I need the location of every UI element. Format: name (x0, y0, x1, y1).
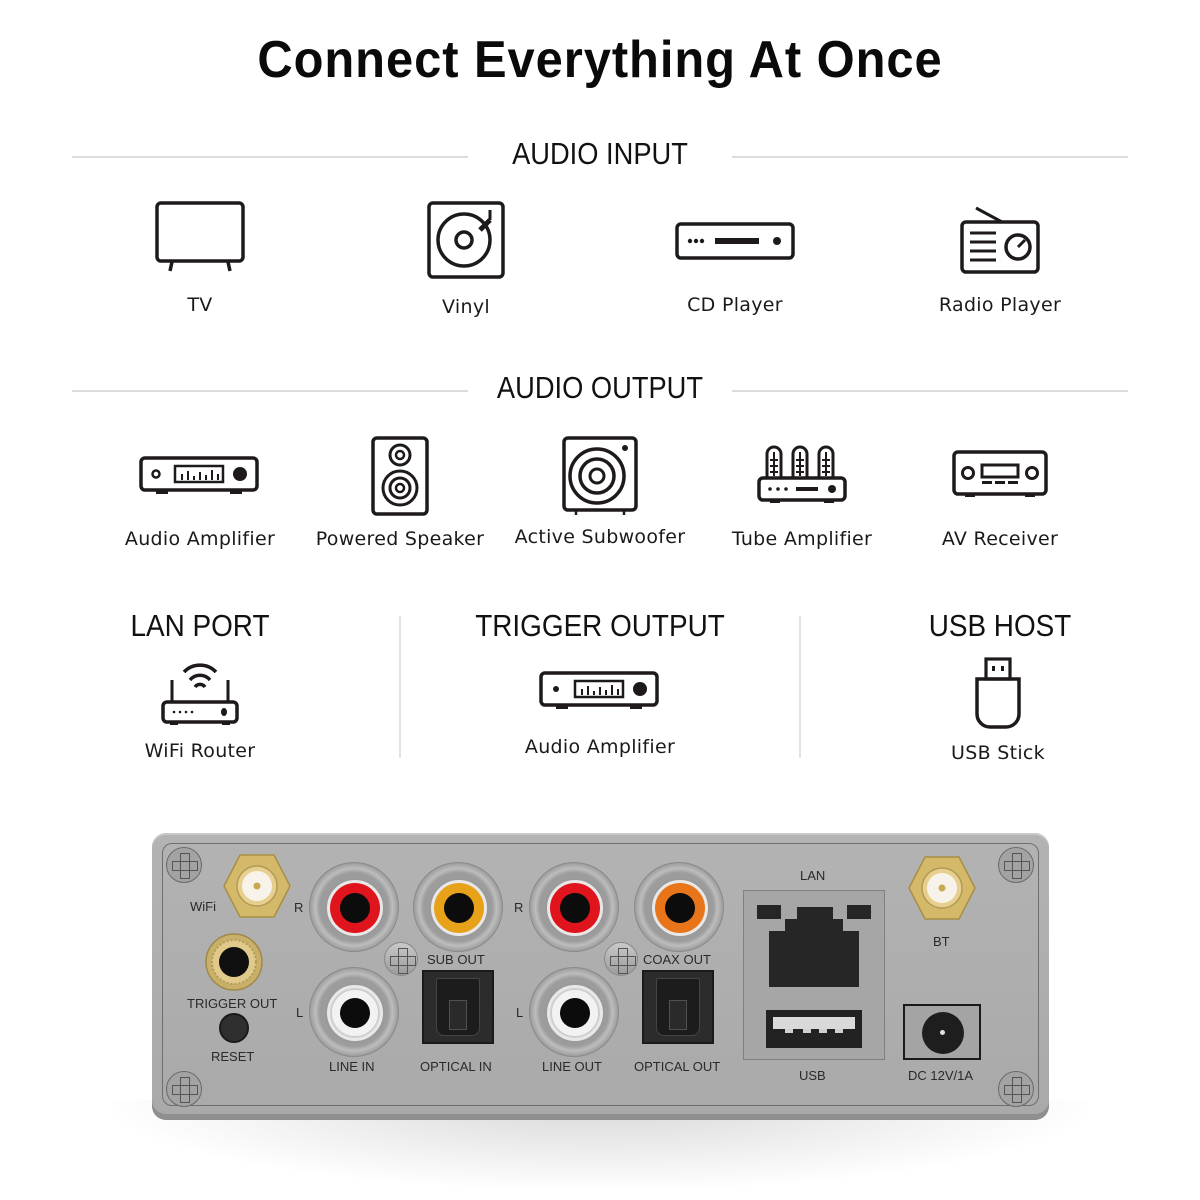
optical-out-label: OPTICAL OUT (634, 1059, 721, 1074)
wifi-port-label: WiFi (190, 899, 216, 914)
extra-item-audio-amplifier: Audio Amplifier (510, 668, 690, 758)
dc-power-label: DC 12V/1A (908, 1068, 974, 1083)
speaker-icon (371, 436, 429, 516)
output-item-tube-amplifier: Tube Amplifier (712, 436, 892, 550)
amplifier-icon (539, 671, 659, 709)
screw-icon (384, 942, 418, 976)
section-title: AUDIO OUTPUT (496, 370, 704, 405)
coax-out-jack[interactable] (634, 862, 724, 952)
column-divider (399, 616, 401, 758)
input-item-vinyl: Vinyl (386, 200, 546, 318)
item-label: AV Receiver (941, 528, 1059, 550)
reset-button[interactable] (219, 1013, 249, 1043)
page-title: Connect Everything At Once (257, 31, 943, 89)
usb-host-heading: USB HOST (928, 608, 1072, 643)
item-label: Tube Amplifier (731, 528, 873, 550)
trigger-out-jack[interactable] (204, 932, 264, 992)
wifi-antenna-connector[interactable] (222, 853, 292, 919)
screw-icon (604, 942, 638, 976)
left-channel-label: L (296, 1005, 304, 1020)
optical-in-label: OPTICAL IN (420, 1059, 492, 1074)
output-item-active-subwoofer: Active Subwoofer (510, 436, 690, 548)
av-receiver-icon (952, 450, 1048, 497)
lan-label: LAN (800, 868, 826, 883)
optical-in-port[interactable] (422, 970, 494, 1044)
item-label: USB Stick (951, 742, 1045, 764)
tube-amplifier-icon (757, 445, 847, 503)
optical-out-port[interactable] (642, 970, 714, 1044)
screw-icon (166, 1071, 202, 1107)
sub-out-label: SUB OUT (427, 952, 485, 967)
lan-port-heading: LAN PORT (130, 608, 270, 643)
divider (732, 390, 1128, 392)
usb-port[interactable] (765, 1009, 863, 1049)
item-label: Audio Amplifier (524, 736, 676, 758)
bt-label: BT (933, 934, 950, 949)
turntable-icon (427, 201, 505, 279)
device-panel-border (162, 843, 1039, 1106)
line-out-right-jack[interactable] (529, 862, 619, 952)
lan-port[interactable] (755, 903, 875, 989)
trigger-output-heading: TRIGGER OUTPUT (475, 608, 725, 643)
reset-label: RESET (211, 1049, 255, 1064)
dc-power-jack[interactable] (903, 1004, 981, 1060)
output-item-powered-speaker: Powered Speaker (310, 436, 490, 550)
screw-icon (166, 847, 202, 883)
screw-icon (998, 1071, 1034, 1107)
coax-out-label: COAX OUT (643, 952, 711, 967)
right-channel-label: R (514, 900, 524, 915)
audio-input-heading: AUDIO INPUT (72, 136, 1128, 176)
extra-item-usb-stick: USB Stick (908, 656, 1088, 764)
item-label: CD Player (687, 294, 783, 316)
section-title: AUDIO INPUT (512, 136, 688, 171)
input-item-cd-player: CD Player (654, 200, 816, 316)
item-label: Active Subwoofer (514, 526, 686, 548)
extra-item-wifi-router: WiFi Router (110, 656, 290, 762)
item-label: Powered Speaker (315, 528, 485, 550)
usb-stick-icon (975, 657, 1021, 729)
trigger-out-label: TRIGGER OUT (187, 996, 278, 1011)
screw-icon (998, 847, 1034, 883)
tv-icon (155, 201, 245, 272)
divider (72, 390, 468, 392)
cd-player-icon (675, 222, 795, 260)
usb-label: USB (799, 1068, 826, 1083)
line-out-label: LINE OUT (542, 1059, 602, 1074)
subwoofer-icon (562, 436, 638, 515)
divider (72, 156, 468, 158)
item-label: WiFi Router (144, 740, 256, 762)
left-channel-label: L (516, 1005, 524, 1020)
item-label: Radio Player (938, 294, 1062, 316)
amplifier-icon (139, 456, 259, 494)
divider (732, 156, 1128, 158)
item-label: Vinyl (442, 296, 490, 318)
bt-antenna-connector[interactable] (907, 855, 977, 921)
wifi-router-icon (161, 663, 239, 725)
sub-out-jack[interactable] (413, 862, 503, 952)
line-in-right-jack[interactable] (309, 862, 399, 952)
output-item-audio-amplifier: Audio Amplifier (110, 436, 290, 550)
line-out-left-jack[interactable] (529, 967, 619, 1057)
input-item-radio: Radio Player (920, 200, 1080, 316)
line-in-left-jack[interactable] (309, 967, 399, 1057)
column-divider (799, 616, 801, 758)
radio-icon (960, 206, 1040, 274)
input-item-tv: TV (120, 200, 280, 316)
item-label: TV (187, 294, 213, 316)
right-channel-label: R (294, 900, 304, 915)
audio-output-heading: AUDIO OUTPUT (72, 370, 1128, 410)
line-in-label: LINE IN (329, 1059, 375, 1074)
item-label: Audio Amplifier (124, 528, 276, 550)
output-item-av-receiver: AV Receiver (910, 436, 1090, 550)
